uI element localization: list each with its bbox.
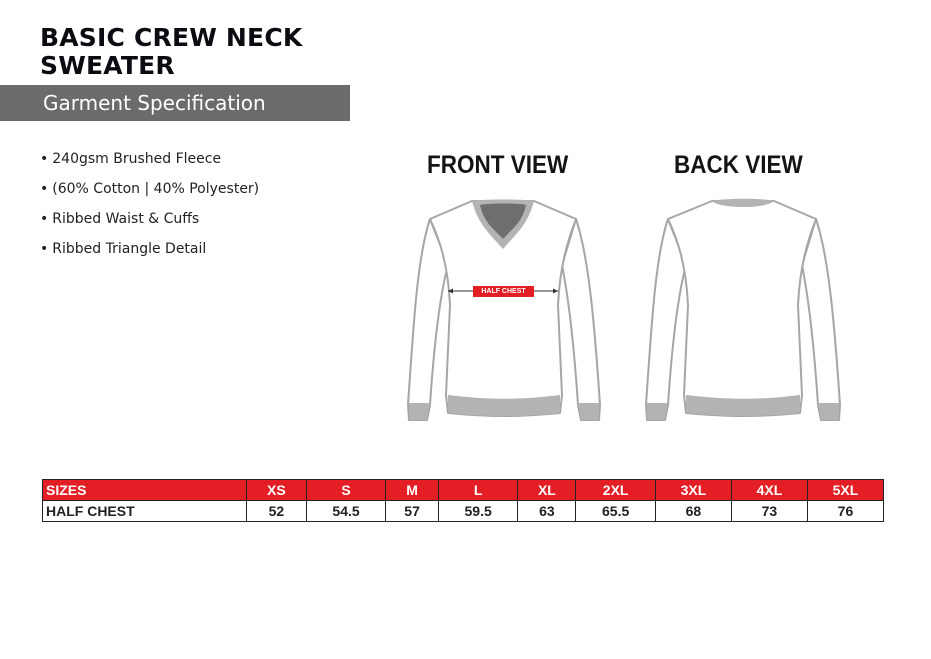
size-header-cell: L xyxy=(437,479,519,501)
measurement-cell: 59.5 xyxy=(437,500,519,522)
front-view-sweater-illustration xyxy=(407,199,601,421)
back-view-label: BACK VIEW xyxy=(674,151,803,179)
measurement-cell: 52 xyxy=(246,500,307,522)
feature-item: Ribbed Triangle Detail xyxy=(40,238,259,268)
measurement-cell: 68 xyxy=(654,500,732,522)
feature-item: Ribbed Waist & Cuffs xyxy=(40,208,259,238)
half-chest-measurement-label: HALF CHEST xyxy=(473,286,534,297)
measurement-cell: 63 xyxy=(517,500,577,522)
size-header-cell: 4XL xyxy=(730,479,808,501)
size-header-cell: 2XL xyxy=(575,479,656,501)
feature-item: 240gsm Brushed Fleece xyxy=(40,148,259,178)
back-view-sweater-illustration xyxy=(645,198,841,421)
size-header-cell: M xyxy=(385,479,439,501)
table-row: HALF CHEST 52 54.5 57 59.5 63 65.5 68 73… xyxy=(42,500,885,522)
size-header-row: SIZES XS S M L XL 2XL 3XL 4XL 5XL xyxy=(42,479,885,501)
measurement-cell: 57 xyxy=(385,500,439,522)
measurement-cell: 73 xyxy=(730,500,808,522)
product-title: BASIC CREW NECK SWEATER xyxy=(40,24,302,80)
measurement-cell: 54.5 xyxy=(305,500,387,522)
size-header-cell: XS xyxy=(246,479,307,501)
feature-item: (60% Cotton | 40% Polyester) xyxy=(40,178,259,208)
size-header-cell: 5XL xyxy=(806,479,885,501)
product-title-line-1: BASIC CREW NECK xyxy=(40,23,303,52)
size-chart-table: SIZES XS S M L XL 2XL 3XL 4XL 5XL HALF C… xyxy=(42,479,885,522)
front-view-label: FRONT VIEW xyxy=(427,151,569,179)
size-header-cell: 3XL xyxy=(654,479,732,501)
size-header-cell: XL xyxy=(517,479,577,501)
subtitle-text: Garment Specification xyxy=(43,91,266,115)
feature-list: 240gsm Brushed Fleece (60% Cotton | 40% … xyxy=(40,148,259,268)
product-title-line-2: SWEATER xyxy=(40,51,175,80)
sizes-header-label: SIZES xyxy=(42,479,247,501)
measurement-cell: 65.5 xyxy=(575,500,656,522)
measurement-cell: 76 xyxy=(806,500,885,522)
size-header-cell: S xyxy=(305,479,387,501)
half-chest-row-label: HALF CHEST xyxy=(42,500,247,522)
subtitle-bar: Garment Specification xyxy=(0,85,350,121)
